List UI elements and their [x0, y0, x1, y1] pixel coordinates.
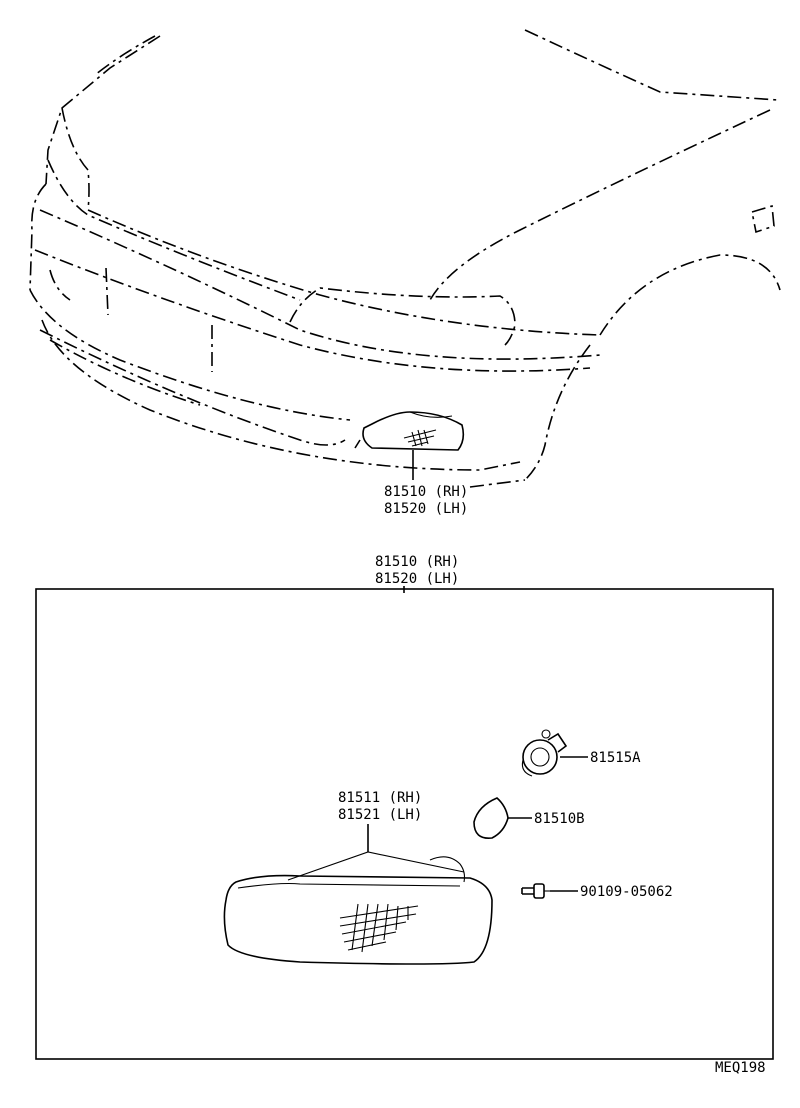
box-callout-line1: 81510 (RH): [375, 554, 459, 570]
top-callout-line2: 81520 (LH): [384, 501, 468, 517]
box-callout-line2: 81520 (LH): [375, 571, 459, 587]
socket-part: [521, 729, 568, 777]
parts-box: [35, 588, 774, 1060]
bumper-turn-lamp: [362, 411, 465, 451]
lens-callout-line2: 81521 (LH): [338, 807, 422, 823]
screw-part-number: 90109-05062: [580, 884, 673, 900]
screw-part: [521, 883, 550, 899]
lens-callout-leader-split: [287, 851, 465, 881]
top-callout-line1: 81510 (RH): [384, 484, 468, 500]
car-front-outline: [29, 29, 781, 488]
bulb-part: [473, 797, 509, 839]
bulb-part-number: 81510B: [534, 811, 585, 827]
diagram-code: MEQ198: [715, 1060, 766, 1076]
socket-part-number: 81515A: [590, 750, 641, 766]
lens-callout-line1: 81511 (RH): [338, 790, 422, 806]
lens-part: [223, 856, 493, 965]
